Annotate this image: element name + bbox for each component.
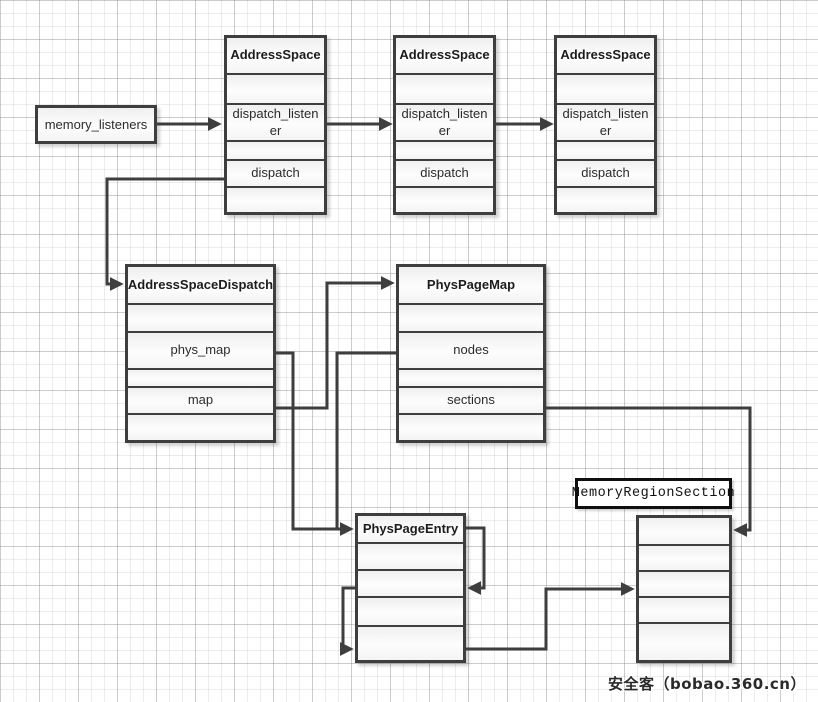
arrow-map-to-phys-page-map bbox=[276, 276, 395, 410]
phys-page-entry-row-4 bbox=[358, 625, 463, 660]
address-space-3-spacer-row bbox=[557, 140, 654, 159]
address-space-2-empty-row bbox=[396, 73, 493, 103]
phys-page-entry-title: PhysPageEntry bbox=[358, 516, 463, 542]
address-space-3-empty-row bbox=[557, 73, 654, 103]
phys-page-map-spacer-row bbox=[399, 368, 543, 386]
arrow-phys-page-entry-self-loop-right bbox=[466, 526, 486, 595]
phys-page-map-title: PhysPageMap bbox=[399, 267, 543, 303]
address-space-dispatch-spacer-row bbox=[128, 368, 273, 386]
address-space-dispatch-field-map: map bbox=[128, 386, 273, 413]
memory-region-section-row-5 bbox=[639, 622, 729, 660]
address-space-2-title: AddressSpace bbox=[396, 38, 493, 73]
phys-page-entry-box: PhysPageEntry bbox=[355, 513, 466, 663]
memory-region-section-table bbox=[636, 515, 732, 663]
phys-page-entry-row-3 bbox=[358, 596, 463, 625]
arrow-sections-to-memory-region-section bbox=[546, 406, 752, 537]
memory-region-section-title: MemoryRegionSection bbox=[571, 486, 736, 501]
address-space-3-box: AddressSpace dispatch_listener dispatch bbox=[554, 35, 657, 215]
phys-page-map-field-nodes: nodes bbox=[399, 331, 543, 368]
phys-page-entry-row-1 bbox=[358, 542, 463, 569]
address-space-1-field-dispatch-listener: dispatch_listener bbox=[227, 103, 324, 140]
address-space-2-spacer-row bbox=[396, 140, 493, 159]
arrow-phys-page-entry-self-loop-left bbox=[339, 586, 355, 656]
address-space-1-field-dispatch: dispatch bbox=[227, 159, 324, 186]
address-space-3-bottom-row bbox=[557, 186, 654, 212]
phys-page-map-box: PhysPageMap nodes sections bbox=[396, 264, 546, 443]
address-space-2-box: AddressSpace dispatch_listener dispatch bbox=[393, 35, 496, 215]
memory-region-section-row-2 bbox=[639, 544, 729, 570]
address-space-dispatch-empty-row bbox=[128, 303, 273, 331]
memory-listeners-box: memory_listeners bbox=[35, 105, 157, 144]
memory-region-section-row-4 bbox=[639, 596, 729, 622]
address-space-2-bottom-row bbox=[396, 186, 493, 212]
address-space-dispatch-box: AddressSpaceDispatch phys_map map bbox=[125, 264, 276, 443]
phys-page-map-field-sections: sections bbox=[399, 386, 543, 413]
phys-page-entry-row-2 bbox=[358, 569, 463, 596]
line-nodes-to-phys-page-entry bbox=[335, 351, 396, 528]
arrow-phys-page-entry-to-memory-region-section bbox=[466, 582, 635, 651]
address-space-1-empty-row bbox=[227, 73, 324, 103]
memory-listeners-label: memory_listeners bbox=[44, 117, 148, 132]
address-space-3-field-dispatch-listener: dispatch_listener bbox=[557, 103, 654, 140]
address-space-3-field-dispatch: dispatch bbox=[557, 159, 654, 186]
address-space-dispatch-title: AddressSpaceDispatch bbox=[128, 267, 273, 303]
address-space-dispatch-bottom-row bbox=[128, 413, 273, 440]
address-space-1-bottom-row bbox=[227, 186, 324, 212]
address-space-2-field-dispatch-listener: dispatch_listener bbox=[396, 103, 493, 140]
address-space-2-field-dispatch: dispatch bbox=[396, 159, 493, 186]
address-space-1-title: AddressSpace bbox=[227, 38, 324, 73]
arrow-phys-map-to-phys-page-entry bbox=[276, 351, 354, 536]
phys-page-map-empty-row bbox=[399, 303, 543, 331]
site-watermark: 安全客（bobao.360.cn） bbox=[608, 675, 806, 693]
memory-region-section-row-1 bbox=[639, 518, 729, 544]
address-space-1-box: AddressSpace dispatch_listener dispatch bbox=[224, 35, 327, 215]
memory-region-section-row-3 bbox=[639, 570, 729, 596]
address-space-dispatch-field-phys-map: phys_map bbox=[128, 331, 273, 368]
phys-page-map-bottom-row bbox=[399, 413, 543, 440]
memory-region-section-label-box: MemoryRegionSection bbox=[571, 478, 736, 509]
address-space-1-spacer-row bbox=[227, 140, 324, 159]
address-space-3-title: AddressSpace bbox=[557, 38, 654, 73]
